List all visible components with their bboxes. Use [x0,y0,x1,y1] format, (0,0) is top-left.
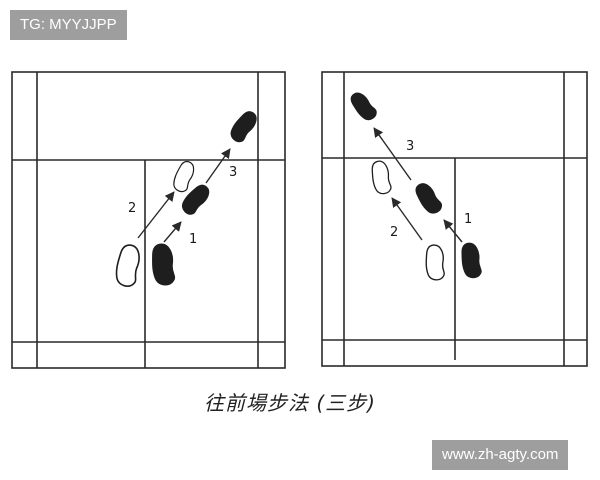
left-arrow-step-2 [137,191,175,239]
left-arrow-step-1 [163,221,182,243]
right-step-2-label: 2 [390,225,398,240]
right-arrow-step-2 [391,197,423,241]
left-step-1-label: 1 [189,232,197,247]
right-foot-step3-footprint [226,107,261,145]
right-step-1-label: 1 [464,212,472,227]
right-court-outline [321,71,588,367]
left-court-outline [11,71,286,369]
left-foot-start-footprint [113,242,142,289]
left-step-2-label: 2 [128,201,136,216]
left-court: 1 2 3 [11,71,286,369]
diagram-caption: 往前場步法 (三步) [204,391,376,415]
right-arrow-step-1 [443,219,463,243]
left-foot-step2-footprint [170,158,197,195]
left-step-3-label: 3 [229,165,237,180]
right-arrow-step-3 [373,127,412,181]
left-arrow-step-3 [205,148,231,184]
left-foot-step1-footprint [411,179,445,218]
right-step-3-label: 3 [406,139,414,154]
watermark-tg-badge: TG: MYYJJPP [10,10,127,40]
left-foot-start-footprint [458,241,484,280]
right-foot-start-footprint [149,242,177,287]
watermark-site-badge: www.zh-agty.com [432,440,569,470]
right-foot-step2-footprint [368,159,394,196]
right-foot-start-footprint [423,243,446,282]
left-foot-step3-footprint [346,89,380,124]
right-court: 1 2 3 [321,71,588,367]
